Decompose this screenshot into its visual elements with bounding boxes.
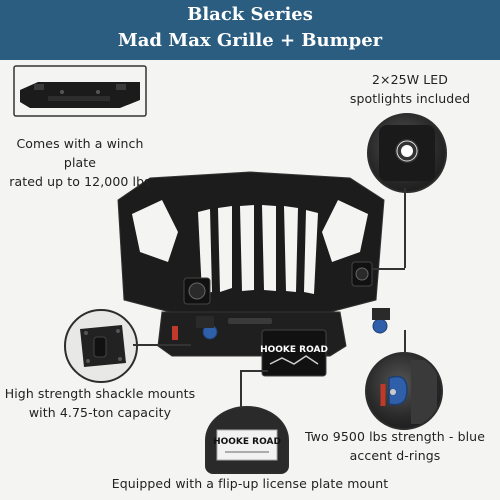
bumper-brand-text: HOOKE ROAD [260,345,328,355]
caption-winch-plate: Comes with a winch plate rated up to 12,… [0,134,160,191]
caption-led-spotlights: 2×25W LED spotlights included [330,70,490,108]
plate-brand-text: HOOKE ROAD [213,437,281,447]
license-plate-icon: HOOKE ROAD [207,408,287,472]
leader-line-led [404,188,406,268]
caption-led-line-1: 2×25W LED [371,72,449,87]
shackle-mount-closeup [64,309,138,383]
license-plate-closeup: HOOKE ROAD [205,406,289,474]
caption-led-line-2: spotlights included [349,91,471,106]
caption-shackle-line-1: High strength shackle mounts [4,386,196,401]
caption-dring-line-1: Two 9500 lbs strength - blue [304,429,485,444]
caption-d-rings: Two 9500 lbs strength - blue accent d-ri… [290,427,500,465]
leader-line-shackle [133,344,191,346]
caption-dring-line-2: accent d-rings [349,448,441,463]
caption-license-plate: Equipped with a flip-up license plate mo… [60,474,440,493]
led-spotlight-icon [379,125,435,181]
caption-winch-line-1: Comes with a winch plate [16,136,144,170]
led-spotlight-closeup [367,113,447,193]
caption-shackle-line-2: with 4.75-ton capacity [28,405,172,420]
title-banner: Black Series Mad Max Grille + Bumper [0,0,500,60]
caption-plate-line-1: Equipped with a flip-up license plate mo… [111,476,389,491]
d-ring-closeup [365,352,443,430]
banner-title-line-1: Black Series [187,4,313,25]
shackle-mount-icon [80,325,126,367]
leader-line-led-horizontal [372,268,405,270]
leader-line-plate [240,370,242,408]
leader-line-plate-horizontal [240,370,268,372]
caption-winch-line-2: rated up to 12,000 lbs [9,174,151,189]
leader-line-dring [404,330,406,354]
caption-shackle-mounts: High strength shackle mounts with 4.75-t… [0,384,200,422]
d-ring-icon [380,360,437,424]
banner-title-line-2: Mad Max Grille + Bumper [117,30,383,51]
